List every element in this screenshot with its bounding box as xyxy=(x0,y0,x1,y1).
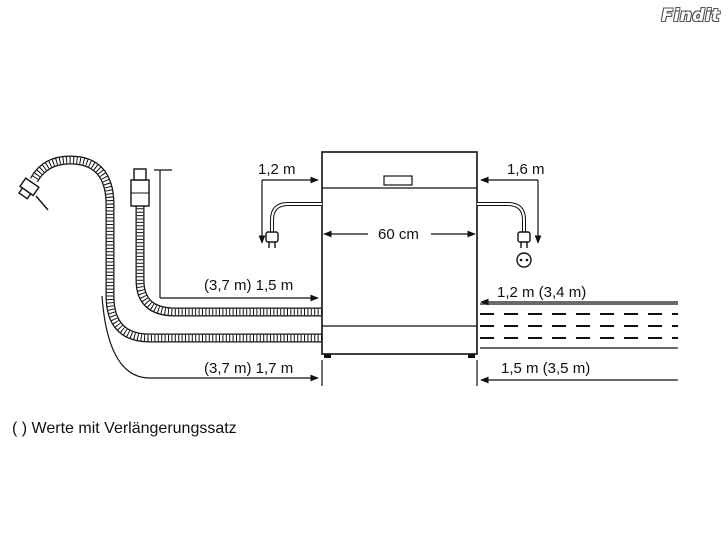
inlet-height-label: 1,6 m xyxy=(507,161,545,178)
dishwasher-body xyxy=(321,151,478,358)
hose-lower-dimension xyxy=(101,295,323,386)
plug-icon xyxy=(517,231,531,243)
footnote: ( ) Werte mit Verlängerungssatz xyxy=(12,420,237,437)
inlet-hose xyxy=(18,155,322,343)
right-foot xyxy=(468,354,475,358)
power-cable-right xyxy=(477,202,532,268)
plug-icon xyxy=(265,231,279,243)
inlet-height-dimension xyxy=(480,176,542,244)
right-upper-label: 1,2 m (3,4 m) xyxy=(497,284,586,301)
drain-hose xyxy=(130,168,322,317)
drain-height-label: 1,2 m xyxy=(258,161,296,178)
width-label: 60 cm xyxy=(378,226,419,243)
control-display xyxy=(383,175,413,186)
adjacent-units xyxy=(480,303,678,349)
watermark-logo: Findit xyxy=(661,6,720,26)
left-foot xyxy=(324,354,331,358)
right-lower-dimension xyxy=(476,360,678,386)
socket-icon xyxy=(516,252,532,268)
hose-upper-dimension xyxy=(154,169,319,302)
power-cable-left xyxy=(265,202,322,248)
hose-upper-label: (3,7 m) 1,5 m xyxy=(204,277,293,294)
tap-connector-icon xyxy=(18,177,40,200)
hose-lower-label: (3,7 m) 1,7 m xyxy=(204,360,293,377)
drain-height-dimension xyxy=(258,176,319,244)
right-lower-label: 1,5 m (3,5 m) xyxy=(501,360,590,377)
